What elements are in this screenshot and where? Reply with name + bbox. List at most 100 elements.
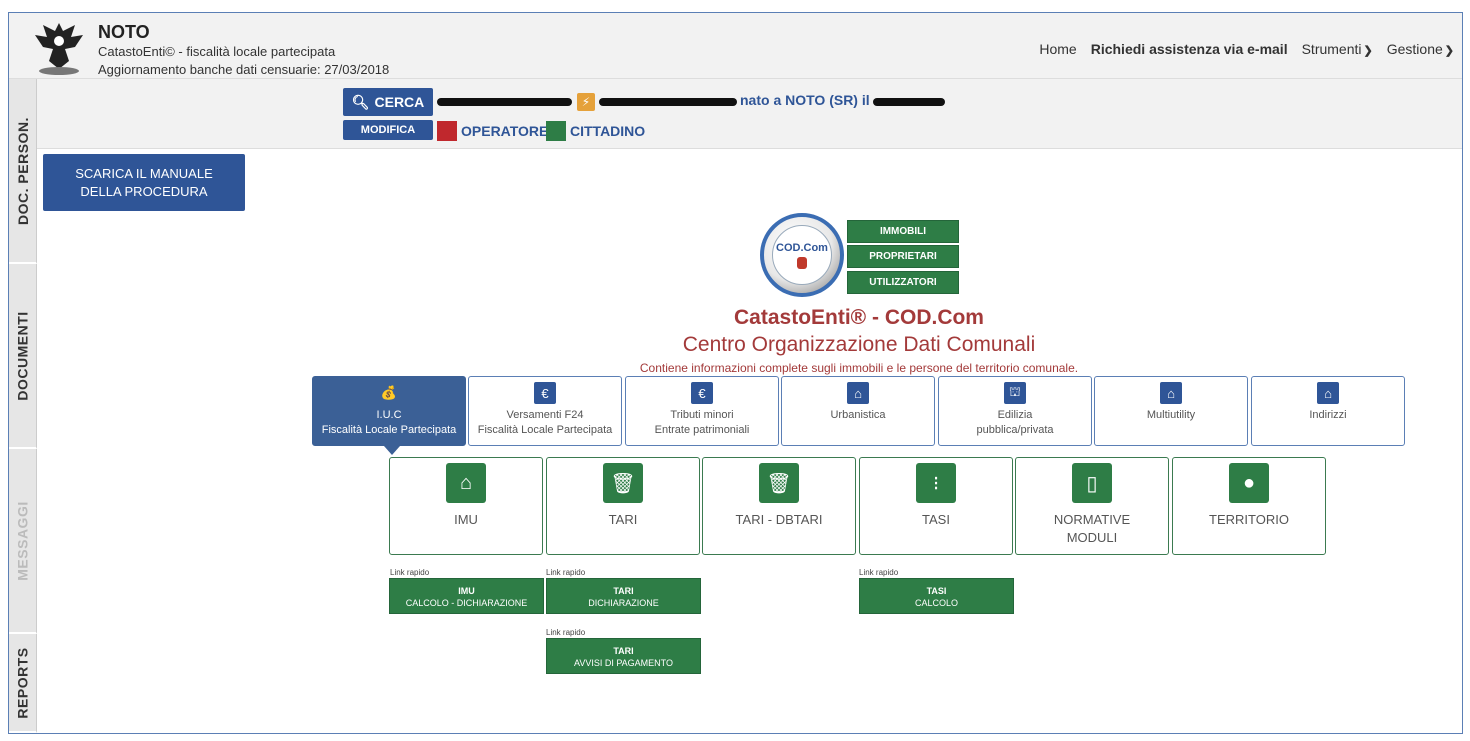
top-navigation: Home Richiedi assistenza via e-mail Stru… (1039, 41, 1454, 57)
chevron-down-icon: ❯ (1444, 45, 1454, 57)
quick-link-title: TARI (613, 586, 634, 596)
quick-link-title: TASI (926, 586, 947, 596)
eagle-coat-of-arms-logo (35, 23, 83, 75)
redacted-birth-date (873, 98, 945, 106)
module-label: IMU (454, 512, 478, 527)
category-label: Multiutility (1146, 409, 1196, 421)
quick-link-sub: CALCOLO (914, 598, 958, 608)
module-tari-dbtari[interactable]: 🗑 TARI - DBTARI (702, 457, 856, 555)
category-sublabel: Fiscalità Locale Partecipata (477, 424, 613, 436)
quick-link-caption: Link rapido (546, 568, 586, 577)
quick-link-caption: Link rapido (546, 628, 586, 637)
category-sublabel: Entrate patrimoniali (654, 424, 750, 436)
nav-manage-label: Gestione (1386, 41, 1443, 57)
category-tab-iuc[interactable]: 💰 I.U.C Fiscalità Locale Partecipata (312, 376, 466, 446)
euro-icon: € (691, 382, 713, 404)
sidetab-label: DOC. PERSON. (14, 116, 31, 225)
home-icon: ⌂ (1160, 382, 1182, 404)
header: NOTO CatastoEnti© - fiscalità locale par… (9, 13, 1462, 79)
home-icon: ⌂ (446, 463, 486, 503)
nav-tools-label: Strumenti (1301, 41, 1362, 57)
category-label: Edilizia (997, 409, 1033, 421)
cod-com-logo-inner: COD.Com (772, 225, 832, 285)
quick-link-tari-declaration[interactable]: TARI DICHIARAZIONE (546, 578, 701, 614)
quick-link-imu[interactable]: IMU CALCOLO - DICHIARAZIONE (389, 578, 544, 614)
nav-tools-menu[interactable]: Strumenti❯ (1302, 41, 1373, 57)
properties-button[interactable]: IMMOBILI (847, 220, 959, 243)
redacted-name (437, 98, 572, 106)
home-icon: ⌂ (847, 382, 869, 404)
category-label: Versamenti F24 (506, 409, 584, 421)
quick-link-sub: AVVISI DI PAGAMENTO (573, 658, 674, 668)
redacted-tax-code (599, 98, 737, 106)
edit-button[interactable]: MODIFICA (343, 120, 433, 140)
lightning-icon[interactable]: ⚡︎ (577, 93, 595, 111)
module-tari[interactable]: 🗑 TARI (546, 457, 700, 555)
category-label: Tributi minori (670, 409, 734, 421)
users-button[interactable]: UTILIZZATORI (847, 271, 959, 294)
nav-assist-email-link[interactable]: Richiedi assistenza via e-mail (1090, 41, 1288, 57)
app-frame: NOTO CatastoEnti© - fiscalità locale par… (8, 12, 1463, 734)
module-label: NORMATIVE (1053, 512, 1131, 527)
category-sublabel: Fiscalità Locale Partecipata (321, 424, 457, 436)
module-imu[interactable]: ⌂ IMU (389, 457, 543, 555)
search-button[interactable]: 🔍︎CERCA (343, 88, 433, 116)
category-tab-addresses[interactable]: ⌂ Indirizzi (1251, 376, 1405, 446)
citizen-label[interactable]: CITTADINO (570, 123, 646, 139)
data-update-date: Aggiornamento banche dati censuarie: 27/… (98, 62, 390, 77)
module-normative-moduli[interactable]: ▯ NORMATIVE MODULI (1015, 457, 1169, 555)
quick-link-tari-payment-notices[interactable]: TARI AVVISI DI PAGAMENTO (546, 638, 701, 674)
home-icon: ⌂ (1317, 382, 1339, 404)
chevron-down-icon: ❯ (1363, 45, 1373, 57)
sidetab-label: MESSAGGI (14, 500, 31, 581)
manual-label-line2: DELLA PROCEDURA (80, 184, 208, 199)
operator-label[interactable]: OPERATORE (461, 123, 549, 139)
sidetab-reports[interactable]: REPORTS (9, 634, 37, 733)
brand-description: Contiene informazioni complete sugli imm… (639, 361, 1079, 375)
operator-color-swatch[interactable] (437, 121, 457, 141)
quick-link-tasi[interactable]: TASI CALCOLO (859, 578, 1014, 614)
traffic-light-icon: ⁝ (916, 463, 956, 503)
quick-link-title: IMU (458, 586, 475, 596)
app-title: NOTO (98, 22, 150, 42)
app-subtitle: CatastoEnti© - fiscalità locale partecip… (98, 44, 336, 59)
quick-link-sub: CALCOLO - DICHIARAZIONE (405, 598, 528, 608)
category-tab-f24[interactable]: € Versamenti F24 Fiscalità Locale Partec… (468, 376, 622, 446)
euro-icon: € (534, 382, 556, 404)
quick-link-title: TARI (613, 646, 634, 656)
owners-button[interactable]: PROPRIETARI (847, 245, 959, 268)
sidetab-label: REPORTS (14, 646, 31, 719)
category-label: Indirizzi (1309, 409, 1347, 421)
brand-subtitle: Centro Organizzazione Dati Comunali (682, 333, 1036, 356)
category-tab-building[interactable]: ⛫ Edilizia pubblica/privata (938, 376, 1092, 446)
cod-com-logo: COD.Com (760, 213, 844, 297)
module-label: TARI - DBTARI (735, 512, 823, 527)
module-label: TARI (608, 512, 638, 527)
quick-link-sub: DICHIARAZIONE (588, 598, 659, 608)
category-tab-multiutility[interactable]: ⌂ Multiutility (1094, 376, 1248, 446)
download-manual-button[interactable]: SCARICA IL MANUALE DELLA PROCEDURA (43, 154, 245, 211)
trash-icon: 🗑 (603, 463, 643, 503)
money-bag-icon: 💰 (380, 385, 398, 400)
search-icon: 🔍︎ (351, 93, 370, 110)
sidetab-messages[interactable]: MESSAGGI (9, 449, 37, 634)
module-tasi[interactable]: ⁝ TASI (859, 457, 1013, 555)
citizen-color-swatch[interactable] (546, 121, 566, 141)
crane-icon: ⛫ (1004, 382, 1026, 404)
sidetab-doc-person[interactable]: DOC. PERSON. (9, 79, 37, 264)
nav-manage-menu[interactable]: Gestione❯ (1387, 41, 1454, 57)
brand-title: CatastoEnti® - COD.Com (734, 306, 984, 329)
trash-icon: 🗑 (759, 463, 799, 503)
search-button-label: CERCA (374, 94, 425, 110)
category-tab-urban-planning[interactable]: ⌂ Urbanistica (781, 376, 935, 446)
module-territorio[interactable]: ● TERRITORIO (1172, 457, 1326, 555)
active-tab-pointer (384, 446, 400, 455)
category-label: Urbanistica (830, 409, 886, 421)
nav-home-link[interactable]: Home (1039, 41, 1077, 57)
person-birth-info: nato a NOTO (SR) il (740, 92, 870, 108)
database-icon (797, 256, 807, 269)
category-sublabel: pubblica/privata (976, 424, 1054, 436)
category-tab-minor-taxes[interactable]: € Tributi minori Entrate patrimoniali (625, 376, 779, 446)
sidetab-documents[interactable]: DOCUMENTI (9, 264, 37, 449)
map-pin-icon: ● (1229, 463, 1269, 503)
